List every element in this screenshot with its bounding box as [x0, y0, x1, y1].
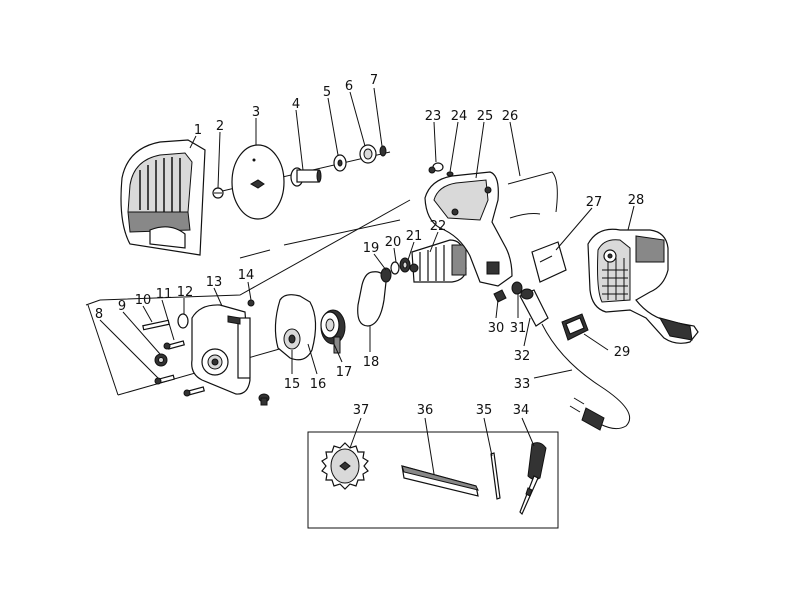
part-screw-11 — [163, 340, 185, 350]
label-35: 35 — [476, 403, 493, 418]
label-4: 4 — [292, 97, 300, 112]
part-saw-blade — [321, 442, 369, 490]
label-15: 15 — [284, 377, 301, 392]
label-36: 36 — [417, 403, 434, 418]
label-30: 30 — [488, 321, 505, 336]
label-14: 14 — [238, 268, 255, 283]
label-28: 28 — [628, 193, 645, 208]
part-cable-gland — [519, 288, 549, 327]
label-31: 31 — [510, 321, 527, 336]
label-27: 27 — [586, 195, 603, 210]
part-pulley-19 — [380, 267, 392, 283]
label-13: 13 — [206, 275, 223, 290]
label-32: 32 — [514, 349, 531, 364]
label-7: 7 — [370, 73, 378, 88]
part-power-cord — [541, 323, 631, 431]
label-25: 25 — [477, 109, 494, 124]
part-number-labels: 1 2 3 4 5 6 7 8 9 10 11 12 13 14 15 16 1… — [95, 73, 644, 418]
label-3: 3 — [252, 105, 260, 120]
part-washer-5 — [333, 154, 347, 172]
part-spindle — [290, 167, 322, 187]
part-nut-14 — [247, 299, 255, 307]
label-9: 9 — [118, 299, 126, 314]
label-19: 19 — [363, 241, 380, 256]
label-26: 26 — [502, 109, 519, 124]
part-screw-13b — [183, 386, 205, 397]
part-assembled-housing — [587, 228, 699, 344]
part-bearing-21 — [399, 257, 411, 273]
label-1: 1 — [194, 123, 202, 138]
part-clip-7 — [379, 145, 387, 157]
leader-lines — [99, 87, 635, 475]
label-22: 22 — [430, 219, 447, 234]
label-23: 23 — [425, 109, 442, 124]
assembly-frame-lines — [85, 151, 559, 529]
part-gear-17 — [320, 309, 346, 354]
part-washer-20 — [390, 261, 400, 275]
label-16: 16 — [310, 377, 327, 392]
part-bracket — [531, 241, 567, 283]
label-6: 6 — [345, 79, 353, 94]
part-nut-23 — [428, 162, 444, 174]
label-37: 37 — [353, 403, 370, 418]
label-2: 2 — [216, 119, 224, 134]
part-wires — [507, 171, 558, 219]
label-29: 29 — [614, 345, 631, 360]
part-screw-8 — [154, 374, 176, 385]
label-17: 17 — [336, 365, 353, 380]
part-guard-cover — [120, 139, 206, 256]
part-cover-plate — [274, 294, 317, 361]
part-switch — [561, 313, 589, 341]
part-screwdriver — [519, 442, 547, 516]
label-10: 10 — [135, 293, 152, 308]
part-washer-12 — [177, 313, 189, 329]
label-34: 34 — [513, 403, 530, 418]
part-knob-13c — [258, 393, 270, 406]
part-motor — [409, 239, 467, 283]
label-33: 33 — [514, 377, 531, 392]
label-20: 20 — [385, 235, 402, 250]
part-brush-30 — [493, 289, 507, 303]
label-12: 12 — [177, 285, 194, 300]
part-pin-10 — [142, 319, 170, 331]
part-rod — [490, 452, 501, 500]
part-screw-2 — [212, 187, 224, 199]
part-handle-half-left — [424, 171, 513, 287]
label-21: 21 — [406, 229, 423, 244]
label-5: 5 — [323, 85, 331, 100]
part-round-blade — [231, 144, 285, 220]
label-18: 18 — [363, 355, 380, 370]
part-gear-housing — [191, 304, 251, 395]
part-drive-belt — [357, 271, 387, 327]
part-brush-31 — [511, 281, 523, 295]
label-24: 24 — [451, 109, 468, 124]
label-11: 11 — [156, 287, 173, 302]
part-sharpening-stone — [401, 465, 479, 497]
label-8: 8 — [95, 307, 103, 322]
part-nut-9 — [154, 353, 168, 367]
part-bearing-6 — [359, 144, 377, 164]
